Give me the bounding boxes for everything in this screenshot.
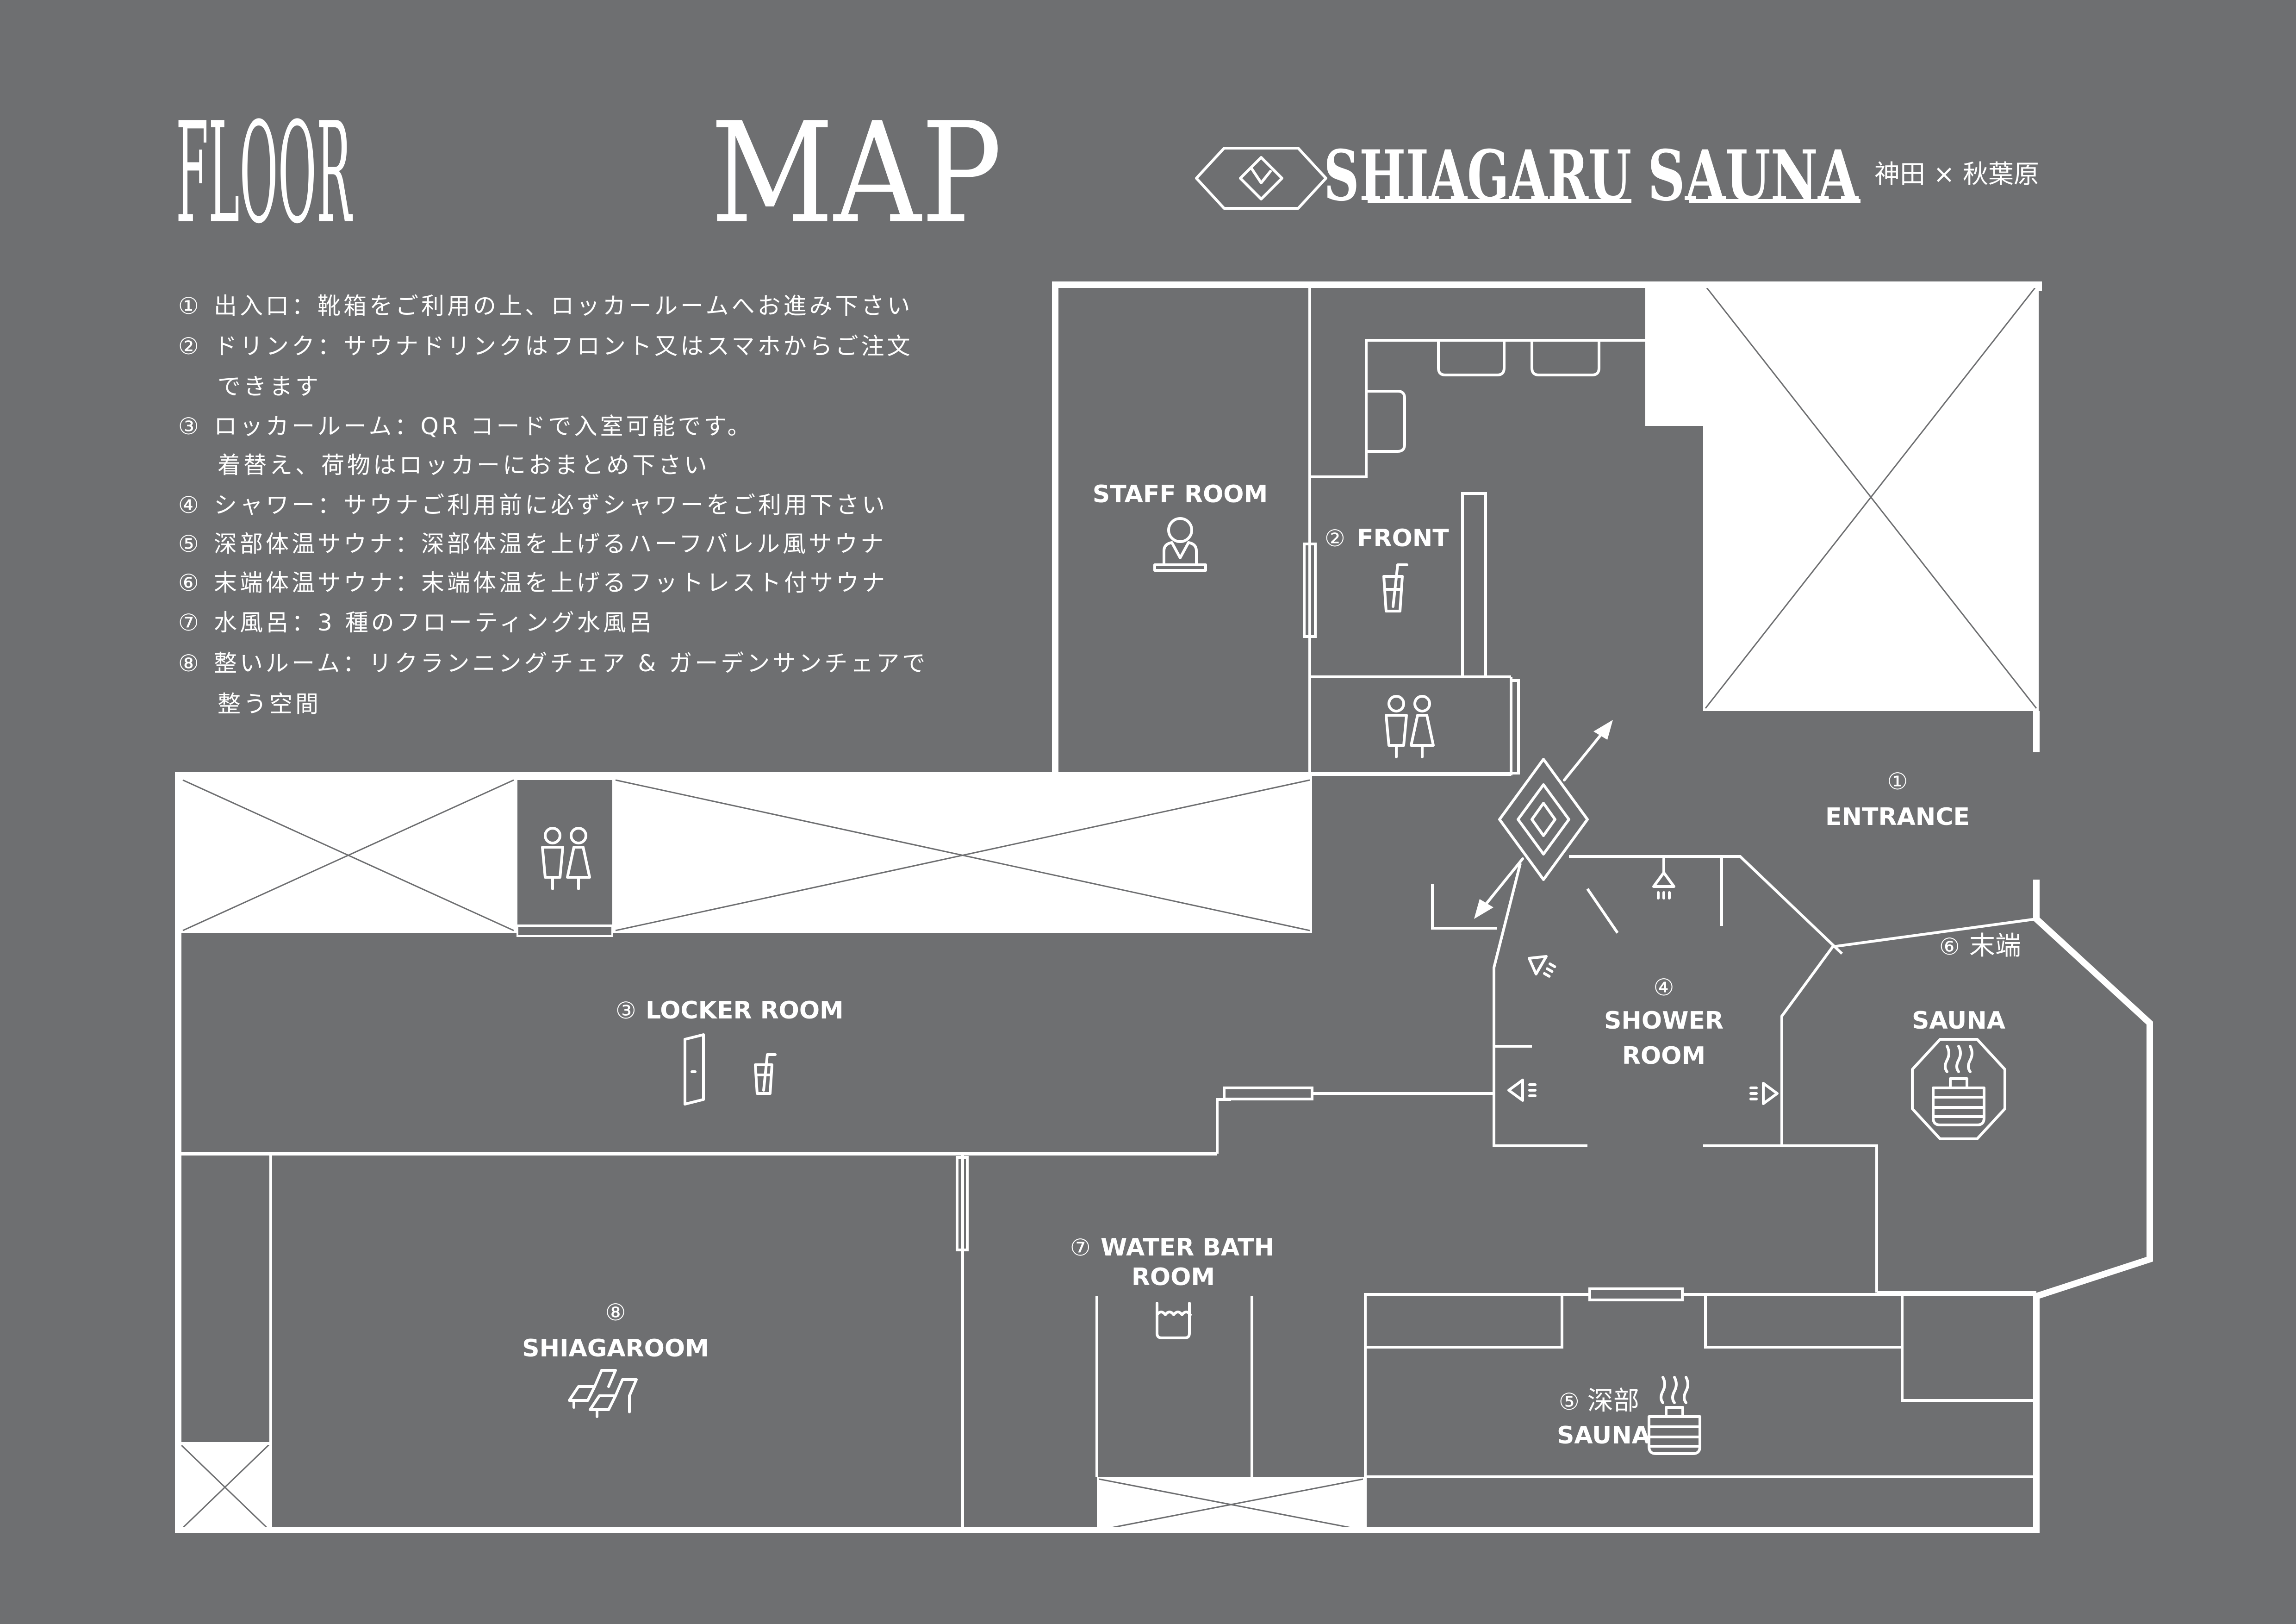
room-label: WATER BATH xyxy=(1101,1234,1274,1262)
floor-plan xyxy=(175,281,2153,1533)
legend-item-4: ④ シャワー：サウナご利用前に必ずシャワーをご利用下さい xyxy=(178,492,888,518)
room-entrance[interactable]: ① ENTRANCE xyxy=(1825,768,1970,831)
legend-item-6: ⑥ 末端体温サウナ：末端体温を上げるフットレスト付サウナ xyxy=(178,569,888,596)
void-top-right xyxy=(1645,282,2039,711)
legend-text: 整う空間 xyxy=(218,691,321,718)
room-label: ENTRANCE xyxy=(1825,803,1970,831)
legend-text: 整いルーム：リクランニングチェア & ガーデンサンチェアで xyxy=(214,650,928,677)
shower-walls xyxy=(1216,855,2037,1293)
legend-number: ④ xyxy=(178,492,202,518)
brand-underline-1 xyxy=(1368,199,1631,203)
title-floor: FLOOR xyxy=(176,93,353,254)
legend-text: できます xyxy=(218,373,321,400)
legend-number: ⑧ xyxy=(178,650,202,677)
legend-item-7: ⑦ 水風呂：3 種のフローティング水風呂 xyxy=(178,609,655,636)
room-shiagaroom[interactable]: ⑧ SHIAGAROOM xyxy=(522,1299,709,1418)
legend-item-5: ⑤ 深部体温サウナ：深部体温を上げるハーフバレル風サウナ xyxy=(178,531,886,557)
restroom-icon xyxy=(1385,695,1435,758)
water-bath-icon xyxy=(1156,1302,1192,1339)
restroom-lower[interactable] xyxy=(541,827,591,890)
brand-logo: SHIAGARU SAUNA 神田 × 秋葉原 xyxy=(1195,135,2039,217)
drink-icon xyxy=(754,1053,777,1095)
legend-item-8: ⑧ 整いルーム：リクランニングチェア & ガーデンサンチェアで 整う空間 xyxy=(178,650,928,718)
legend-number: ③ xyxy=(178,413,202,440)
legend-text: ロッカールーム：QR コードで入室可能です。 xyxy=(214,413,753,440)
room-label: LOCKER ROOM xyxy=(646,997,844,1024)
staff-front-walls xyxy=(1055,287,1645,776)
room-number: ④ xyxy=(1654,974,1674,1001)
legend-number: ② xyxy=(178,333,202,360)
outer-walls xyxy=(175,281,2153,1533)
receptionist-icon xyxy=(1153,517,1207,572)
entrance-mat-icon[interactable] xyxy=(1474,720,1613,919)
room-label: SAUNA xyxy=(1912,1007,2005,1035)
room-number: ⑦ xyxy=(1070,1234,1091,1261)
legend-text: シャワー：サウナご利用前に必ずシャワーをご利用下さい xyxy=(214,492,888,518)
legend-number: ⑤ xyxy=(178,531,202,557)
legend-item-1: ① 出入口：靴箱をご利用の上、ロッカールームへお進み下さい xyxy=(178,293,913,319)
room-label: SAUNA xyxy=(1557,1422,1650,1449)
legend-text: 着替え、荷物はロッカーにおまとめ下さい xyxy=(218,452,710,479)
shower-icon xyxy=(1507,857,1779,1105)
room-number: ② xyxy=(1325,525,1345,552)
room-label: SHIAGAROOM xyxy=(522,1335,709,1362)
void-top-left xyxy=(178,775,1312,937)
room-number: ③ xyxy=(616,997,636,1024)
logo-mark-icon xyxy=(1195,147,1327,210)
brand-underline-2 xyxy=(1689,199,1860,203)
page-title: FLOOR MAP xyxy=(176,93,1002,254)
sauna-stove-icon xyxy=(1648,1376,1701,1455)
legend-text: 出入口：靴箱をご利用の上、ロッカールームへお進み下さい xyxy=(214,293,913,319)
room-shower[interactable]: ④ SHOWER ROOM xyxy=(1507,857,1779,1105)
room-label: ROOM xyxy=(1132,1263,1215,1291)
title-map: MAP xyxy=(710,93,1002,254)
room-front[interactable]: ② FRONT xyxy=(1325,525,1449,612)
door-icon xyxy=(684,1033,705,1106)
legend-text: 末端体温サウナ：末端体温を上げるフットレスト付サウナ xyxy=(214,569,888,596)
room-sauna-end[interactable]: ⑥ 末端 SAUNA xyxy=(1911,931,2021,1140)
legend-number: ⑦ xyxy=(178,609,202,636)
restroom-icon xyxy=(541,827,591,890)
room-locker[interactable]: ③ LOCKER ROOM xyxy=(616,997,844,1106)
drink-icon xyxy=(1382,563,1408,612)
sauna-stove-icon xyxy=(1911,1038,2006,1140)
legend-list: ① 出入口：靴箱をご利用の上、ロッカールームへお進み下さい ② ドリンク：サウナ… xyxy=(178,293,928,718)
legend-item-2: ② ドリンク：サウナドリンクはフロント又はスマホからご注文 できます xyxy=(178,333,913,400)
room-label: ROOM xyxy=(1622,1042,1705,1070)
room-number: ① xyxy=(1887,768,1908,795)
brand-location: 神田 × 秋葉原 xyxy=(1874,159,2039,189)
restroom-lower-room xyxy=(517,780,612,924)
room-label-jp: 末端 xyxy=(1969,931,2021,961)
restroom-upper[interactable] xyxy=(1385,695,1435,758)
void-bottom-water xyxy=(1097,1477,1365,1532)
bottom-walls xyxy=(178,1154,2036,1530)
room-number: ⑧ xyxy=(605,1299,626,1326)
room-label: STAFF ROOM xyxy=(1093,481,1268,508)
legend-number: ① xyxy=(178,293,202,319)
brand-name-shiagaru: SHIAGARU xyxy=(1324,135,1631,217)
legend-text: 深部体温サウナ：深部体温を上げるハーフバレル風サウナ xyxy=(214,531,886,557)
room-number: ⑤ xyxy=(1559,1388,1580,1415)
brand-name-sauna: SAUNA xyxy=(1648,135,1859,217)
legend-text: 水風呂：3 種のフローティング水風呂 xyxy=(214,609,655,636)
lounge-chair-icon xyxy=(568,1369,638,1418)
room-number: ⑥ xyxy=(1939,933,1960,960)
room-water-bath[interactable]: ⑦ WATER BATH ROOM xyxy=(1070,1234,1274,1339)
legend-text: ドリンク：サウナドリンクはフロント又はスマホからご注文 xyxy=(214,333,913,360)
room-label-jp: 深部 xyxy=(1587,1386,1639,1416)
room-label: FRONT xyxy=(1357,525,1449,552)
room-staff[interactable]: STAFF ROOM xyxy=(1093,481,1268,572)
room-sauna-deep[interactable]: ⑤ 深部 SAUNA xyxy=(1557,1376,1701,1455)
void-bottom-left xyxy=(178,1443,271,1532)
room-label: SHOWER xyxy=(1604,1007,1724,1035)
legend-item-3: ③ ロッカールーム：QR コードで入室可能です。 着替え、荷物はロッカーにおまと… xyxy=(178,413,753,479)
legend-number: ⑥ xyxy=(178,569,202,596)
